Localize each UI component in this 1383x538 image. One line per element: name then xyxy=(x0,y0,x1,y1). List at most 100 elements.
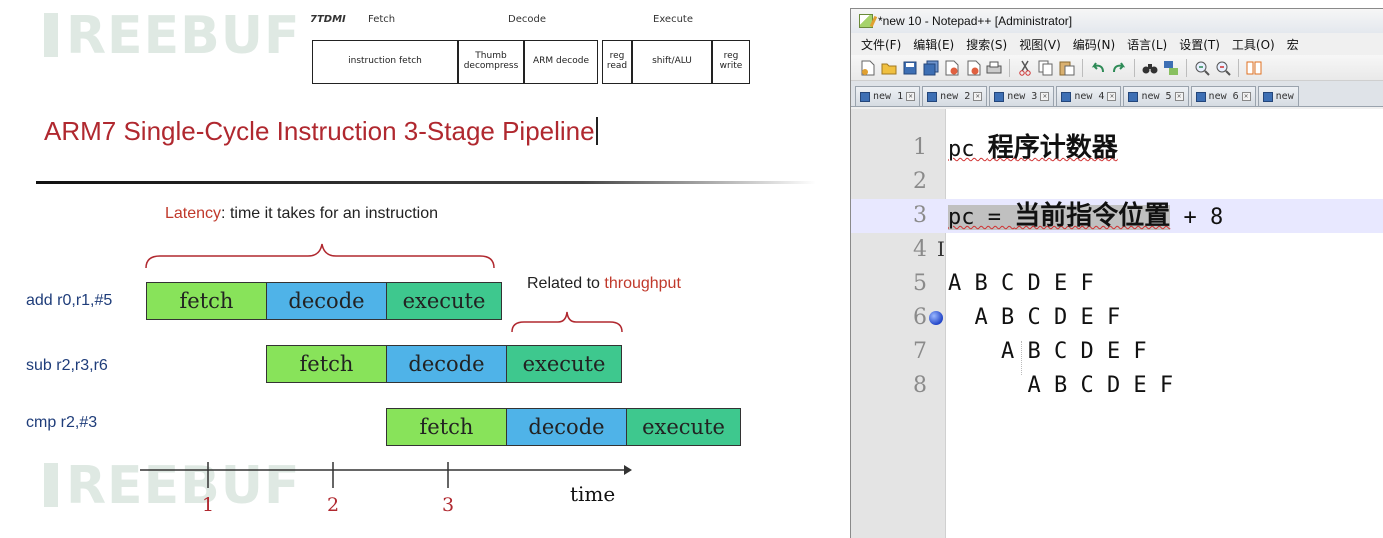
line-text: A B C D E F xyxy=(948,271,1094,296)
tab-new-6[interactable]: new 6✕ xyxy=(1190,86,1256,106)
line-text: pc 程序计数器 xyxy=(948,133,1118,163)
sync-scroll-icon[interactable] xyxy=(1245,59,1263,77)
menu-settings[interactable]: 设置(T) xyxy=(1179,37,1220,52)
editor-line[interactable]: 1 pc 程序计数器 xyxy=(851,131,1383,165)
tab-new-2[interactable]: new 2✕ xyxy=(922,86,988,106)
tick-label: 2 xyxy=(327,494,340,516)
throughput-brace xyxy=(511,311,623,333)
diagram-box: reg write xyxy=(712,40,750,84)
save-status-icon xyxy=(994,91,1005,102)
stage-fetch: fetch xyxy=(386,408,507,446)
arm9-pipeline-diagram: 7TDMI Fetch Decode Execute instruction f… xyxy=(308,10,758,84)
line-number: 3 xyxy=(913,203,927,228)
document-tab-bar: new 1✕ new 2✕ new 3✕ new 4✕ new 5✕ new 6… xyxy=(851,81,1383,107)
save-status-icon xyxy=(1262,91,1273,102)
line-number: 7 xyxy=(913,339,927,364)
new-file-icon[interactable] xyxy=(859,59,877,77)
menu-search[interactable]: 搜索(S) xyxy=(966,37,1008,52)
zoom-in-icon[interactable] xyxy=(1193,59,1211,77)
notepadpp-window: *new 10 - Notepad++ [Administrator] 文件(F… xyxy=(850,8,1383,538)
instruction-label: sub r2,r3,r6 xyxy=(26,357,108,374)
editor-line[interactable]: 2 xyxy=(851,165,1383,199)
close-tab-icon[interactable]: ✕ xyxy=(1174,92,1184,101)
zoom-out-icon[interactable] xyxy=(1214,59,1232,77)
paste-icon[interactable] xyxy=(1058,59,1076,77)
diagram-box: reg read xyxy=(602,40,632,84)
menu-view[interactable]: 视图(V) xyxy=(1019,37,1061,52)
throughput-note: Related to throughput xyxy=(527,275,681,292)
tick-label: 3 xyxy=(442,494,455,516)
diagram-core-label: 7TDMI xyxy=(310,14,346,25)
tick-label: 1 xyxy=(202,494,215,516)
diagram-box: ARM decode xyxy=(524,40,598,84)
axis-label: time xyxy=(570,482,616,506)
menu-macro[interactable]: 宏 xyxy=(1286,37,1299,52)
slide-title: ARM7 Single-Cycle Instruction 3-Stage Pi… xyxy=(44,116,598,147)
watermark-logo-bottom: REEBUF xyxy=(44,456,300,516)
text-editor[interactable]: 1 pc 程序计数器 2 3 pc = 当前指令位置 + 8 4 5 A B C… xyxy=(851,109,1383,538)
save-icon[interactable] xyxy=(901,59,919,77)
save-status-icon xyxy=(1128,91,1139,102)
time-axis-arrow xyxy=(624,465,632,475)
editor-line[interactable]: 8 A B C D E F xyxy=(851,369,1383,403)
watermark-logo-top: REEBUF xyxy=(44,6,300,66)
find-icon[interactable] xyxy=(1141,59,1159,77)
editor-line-current[interactable]: 3 pc = 当前指令位置 + 8 xyxy=(851,199,1383,233)
menu-language[interactable]: 语言(L) xyxy=(1127,37,1168,52)
editor-line[interactable]: 7 A B C D E F xyxy=(851,335,1383,369)
bookmark-icon[interactable] xyxy=(929,311,943,325)
menu-file[interactable]: 文件(F) xyxy=(861,37,902,52)
tab-new-10[interactable]: new xyxy=(1257,86,1299,106)
diagram-decode-header: Decode xyxy=(508,14,546,25)
notepadpp-app-icon xyxy=(859,14,873,28)
close-tab-icon[interactable]: ✕ xyxy=(1040,92,1050,101)
redo-icon[interactable] xyxy=(1110,59,1128,77)
print-icon[interactable] xyxy=(985,59,1003,77)
menu-tools[interactable]: 工具(O) xyxy=(1231,37,1275,52)
line-number: 8 xyxy=(913,373,927,398)
close-tab-icon[interactable]: ✕ xyxy=(973,92,983,101)
menu-edit[interactable]: 编辑(E) xyxy=(913,37,955,52)
diagram-box: Thumb decompress xyxy=(458,40,524,84)
save-status-icon xyxy=(1195,91,1206,102)
line-text: A B C D E F xyxy=(948,373,1174,398)
menu-encoding[interactable]: 编码(N) xyxy=(1072,37,1116,52)
toolbar-separator xyxy=(1134,58,1135,77)
stage-execute: execute xyxy=(626,408,741,446)
tab-new-1[interactable]: new 1✕ xyxy=(855,86,921,106)
save-status-icon xyxy=(927,91,938,102)
copy-icon[interactable] xyxy=(1037,59,1055,77)
stage-fetch: fetch xyxy=(266,345,387,383)
window-titlebar[interactable]: *new 10 - Notepad++ [Administrator] xyxy=(851,9,1383,33)
editor-line[interactable]: 5 A B C D E F xyxy=(851,267,1383,301)
tab-new-4[interactable]: new 4✕ xyxy=(1056,86,1122,106)
toolbar-separator xyxy=(1186,58,1187,77)
stage-execute: execute xyxy=(506,345,622,383)
close-all-icon[interactable] xyxy=(964,59,982,77)
line-text: A B C D E F xyxy=(948,339,1147,364)
cut-icon[interactable] xyxy=(1016,59,1034,77)
tab-new-5[interactable]: new 5✕ xyxy=(1123,86,1189,106)
stage-fetch: fetch xyxy=(146,282,267,320)
latency-note: Latency: time it takes for an instructio… xyxy=(165,205,439,222)
toolbar xyxy=(851,55,1383,81)
stage-decode: decode xyxy=(266,282,387,320)
diagram-box: instruction fetch xyxy=(312,40,458,84)
line-text: pc = 当前指令位置 + 8 xyxy=(948,201,1224,231)
editor-line[interactable]: 4 xyxy=(851,233,1383,267)
undo-icon[interactable] xyxy=(1089,59,1107,77)
diagram-box: shift/ALU xyxy=(632,40,712,84)
stage-decode: decode xyxy=(386,345,507,383)
tab-new-3[interactable]: new 3✕ xyxy=(989,86,1055,106)
replace-icon[interactable] xyxy=(1162,59,1180,77)
close-icon[interactable] xyxy=(943,59,961,77)
text-cursor-ibeam-icon: I xyxy=(937,237,945,261)
line-number: 1 xyxy=(913,135,927,160)
stage-decode: decode xyxy=(506,408,627,446)
open-file-icon[interactable] xyxy=(880,59,898,77)
close-tab-icon[interactable]: ✕ xyxy=(1241,92,1251,101)
editor-line[interactable]: 6 A B C D E F xyxy=(851,301,1383,335)
close-tab-icon[interactable]: ✕ xyxy=(906,92,916,101)
save-all-icon[interactable] xyxy=(922,59,940,77)
close-tab-icon[interactable]: ✕ xyxy=(1107,92,1117,101)
